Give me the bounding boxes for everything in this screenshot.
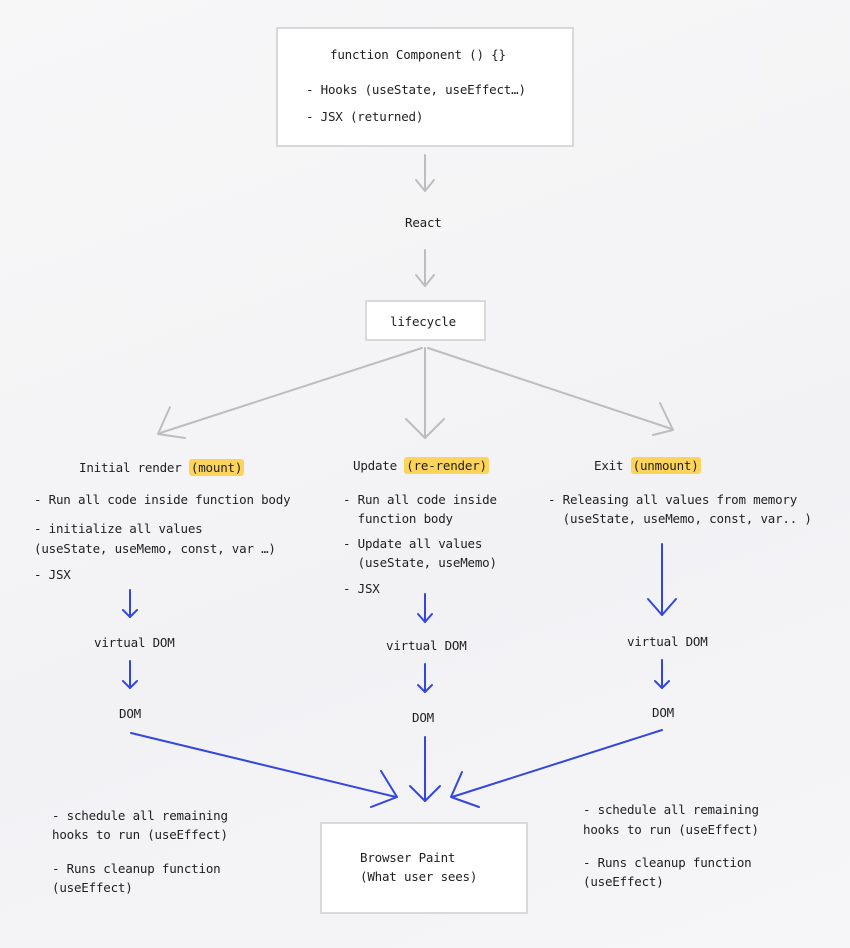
- arrow-lifecycle-to-exit: [427, 347, 674, 436]
- right-note-1: - schedule all remaining: [583, 802, 759, 817]
- component-hooks-line: - Hooks (useState, useEffect…): [306, 82, 526, 97]
- browser-paint-title: Browser Paint: [360, 850, 456, 865]
- lifecycle-label: lifecycle: [390, 314, 456, 329]
- component-box: function Component () {} - Hooks (useSta…: [276, 27, 574, 147]
- update-line-3: - Update all values: [343, 536, 483, 551]
- mount-dom: DOM: [119, 706, 141, 721]
- lifecycle-box: lifecycle: [365, 300, 486, 341]
- exit-line-2: (useState, useMemo, const, var.. ): [548, 511, 812, 526]
- update-dom: DOM: [412, 710, 434, 725]
- component-jsx-line: - JSX (returned): [306, 109, 424, 124]
- update-tag: (re-render): [404, 457, 489, 474]
- exit-dom: DOM: [652, 705, 674, 720]
- update-line-5: - JSX: [343, 581, 380, 596]
- exit-line-1: - Releasing all values from memory: [548, 492, 798, 507]
- mount-vdom: virtual DOM: [94, 635, 175, 650]
- left-note-3: - Runs cleanup function: [52, 861, 221, 876]
- arrow-mount-dom-to-paint: [130, 732, 398, 808]
- react-label: React: [405, 215, 442, 230]
- mount-line-1: - Run all code inside function body: [34, 492, 291, 507]
- arrow-mount-jsx-to-vdom: [122, 589, 138, 618]
- mount-heading: Initial render (mount): [79, 458, 245, 477]
- left-note-2: hooks to run (useEffect): [52, 827, 228, 842]
- arrow-exit-to-vdom: [647, 543, 677, 616]
- browser-paint-subtitle: (What user sees): [360, 869, 478, 884]
- arrow-lifecycle-to-update: [405, 347, 445, 439]
- update-line-4: (useState, useMemo): [343, 555, 497, 570]
- mount-heading-text: Initial render: [79, 460, 189, 475]
- arrow-update-dom-to-paint: [409, 736, 441, 802]
- update-vdom: virtual DOM: [386, 638, 467, 653]
- left-note-1: - schedule all remaining: [52, 808, 228, 823]
- arrow-component-to-react: [415, 154, 435, 192]
- mount-line-3: (useState, useMemo, const, var …): [34, 541, 276, 556]
- mount-tag: (mount): [188, 459, 245, 476]
- browser-paint-box: Browser Paint (What user sees): [320, 822, 528, 914]
- update-heading-text: Update: [353, 458, 405, 473]
- arrow-update-jsx-to-vdom: [417, 593, 433, 623]
- exit-heading-text: Exit: [594, 458, 631, 473]
- arrow-exit-vdom-to-dom: [654, 659, 670, 689]
- right-note-3: - Runs cleanup function: [583, 855, 752, 870]
- arrow-react-to-lifecycle: [415, 249, 435, 287]
- update-line-1: - Run all code inside: [343, 492, 497, 507]
- update-line-2: function body: [343, 511, 453, 526]
- right-note-4: (useEffect): [583, 874, 664, 889]
- mount-line-2: - initialize all values: [34, 521, 203, 536]
- right-note-2: hooks to run (useEffect): [583, 822, 759, 837]
- exit-tag: (unmount): [630, 457, 701, 474]
- exit-heading: Exit (unmount): [594, 456, 701, 475]
- update-heading: Update (re-render): [353, 456, 489, 475]
- component-title: function Component () {}: [330, 47, 506, 62]
- arrow-mount-vdom-to-dom: [122, 660, 138, 689]
- arrow-exit-dom-to-paint: [450, 729, 663, 808]
- arrow-update-vdom-to-dom: [417, 663, 433, 693]
- arrow-lifecycle-to-mount: [157, 347, 423, 439]
- exit-vdom: virtual DOM: [627, 634, 708, 649]
- left-note-4: (useEffect): [52, 880, 133, 895]
- mount-line-4: - JSX: [34, 567, 71, 582]
